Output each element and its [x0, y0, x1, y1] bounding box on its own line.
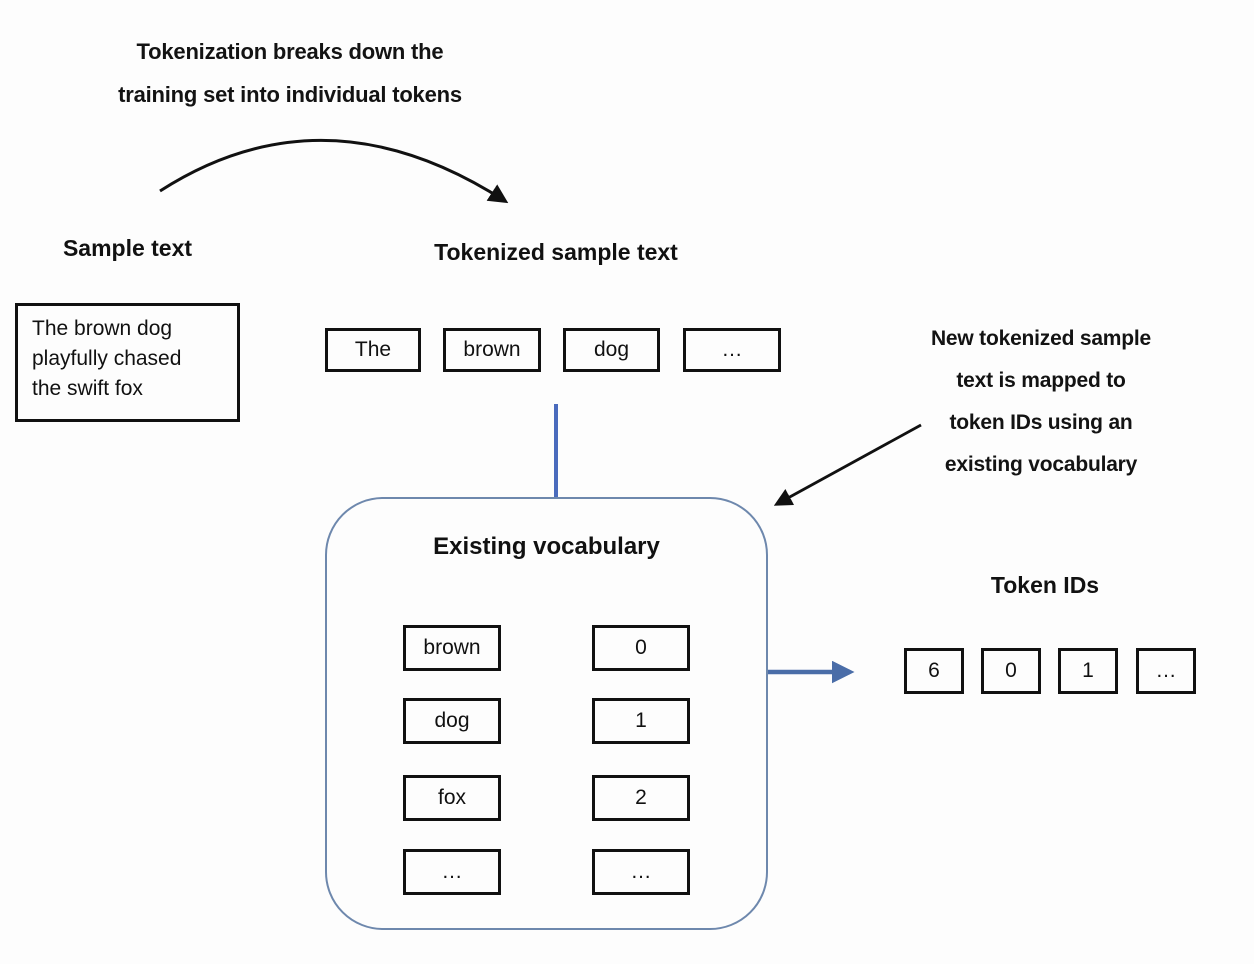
tokenization-annotation: Tokenization breaks down the training se… — [90, 30, 490, 116]
mapping-annotation: New tokenized sample text is mapped to t… — [880, 318, 1202, 486]
annotation-line: text is mapped to — [956, 369, 1126, 392]
annotation-line: New tokenized sample — [930, 327, 1152, 350]
tokenization-curved-arrow — [159, 139, 509, 204]
tokenized-sample-heading: Tokenized sample text — [434, 239, 678, 265]
existing-vocabulary-heading: Existing vocabulary — [433, 533, 660, 560]
annotation-line: token IDs using an — [949, 411, 1133, 434]
sample-text-line: The brown dog — [32, 317, 173, 340]
sample-text-heading: Sample text — [62, 235, 193, 261]
vocab-id-box: 0 — [592, 625, 690, 671]
sample-text-line: the swift fox — [32, 376, 143, 400]
existing-vocabulary-box — [325, 497, 768, 930]
token-id-box: … — [1136, 648, 1196, 694]
token-ids-heading: Token IDs — [990, 572, 1100, 598]
annotation-line: existing vocabulary — [944, 453, 1138, 476]
vocab-id-box: 1 — [592, 698, 690, 744]
token-id-box: 1 — [1058, 648, 1118, 694]
vocab-word-box: dog — [403, 698, 501, 744]
vocab-word-box: brown — [403, 625, 501, 671]
token-box: … — [683, 328, 781, 372]
vocab-id-box: 2 — [592, 775, 690, 821]
token-id-box: 6 — [904, 648, 964, 694]
token-box: The — [325, 328, 421, 372]
vocab-id-box: … — [592, 849, 690, 895]
sample-text-line: playfully chased — [32, 346, 182, 370]
token-box: dog — [563, 328, 660, 372]
token-id-box: 0 — [981, 648, 1041, 694]
annotation-line: training set into individual tokens — [118, 82, 462, 107]
vocab-word-box: … — [403, 849, 501, 895]
token-box: brown — [443, 328, 541, 372]
sample-text-box: The brown dog playfully chased the swift… — [15, 303, 240, 422]
vocab-word-box: fox — [403, 775, 501, 821]
annotation-line: Tokenization breaks down the — [136, 39, 444, 64]
